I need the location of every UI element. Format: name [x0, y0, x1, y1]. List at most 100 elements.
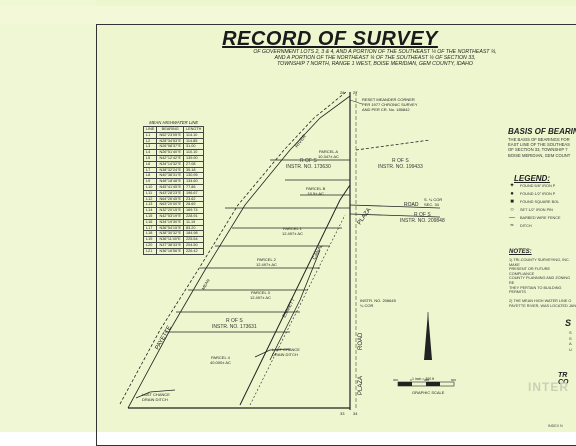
table-cell: L4	[142, 149, 158, 156]
square-bolt-icon: ■	[510, 199, 514, 205]
index-label: INDEX N	[548, 424, 563, 428]
road-line	[349, 204, 441, 209]
sec-corner-label: S. ¼ COR SEC. 34	[424, 197, 443, 207]
table-cell: 35.18	[182, 166, 205, 174]
table-cell: 225.54	[182, 236, 205, 243]
plaza-label: PLAZA	[357, 207, 373, 226]
table-cell: L18	[142, 230, 158, 238]
scale-tick: 300	[393, 378, 398, 382]
payette-label: PAYETTE	[155, 325, 173, 351]
iron-pin-found-icon: ✦	[509, 183, 515, 189]
iron-pin-half-icon: ●	[510, 191, 514, 197]
basis-title: BASIS OF BEARING	[508, 127, 576, 136]
table-cell: L10	[142, 183, 158, 191]
table-cell: L1	[142, 131, 158, 139]
table-cell: 28.69	[182, 201, 205, 209]
canal-line-2	[249, 214, 346, 406]
table-cell: 184.98	[182, 230, 205, 238]
parcel-2-label: PARCEL 2 12.497± AC	[256, 257, 277, 267]
table-cell: 11.19	[182, 218, 205, 226]
table-cell: L9	[142, 178, 158, 185]
table-cell: L11	[142, 189, 158, 197]
river-label: RIVER	[294, 133, 308, 149]
notes-text: 1) TRI-COUNTY SURVEYING, INC. MAKE PRESE…	[509, 258, 576, 308]
surveyor-statement-lines: S S A U	[569, 330, 572, 352]
table-cell: L13	[142, 201, 158, 209]
table-cell: L8	[142, 172, 158, 180]
ditch-icon: ≈	[510, 223, 514, 229]
table-cell: 114.10	[182, 131, 205, 139]
table-cell: 114.85	[182, 137, 205, 145]
road-label: ROAD	[404, 202, 419, 208]
table-cell: 196.67	[182, 189, 205, 197]
mean-highwater-table: MEAN HIGHWATER LINE LINE BEARING LENGTH …	[142, 120, 205, 255]
watermark: INTER	[528, 380, 569, 394]
graphic-scale-label: GRAPHIC SCALE	[412, 390, 445, 395]
legend-item-label: DITCH	[520, 224, 532, 228]
survey-map: RIVER PAYETTE MEAN PLAZA ROAD ROAD PLAZA…	[119, 90, 456, 416]
table-cell: 134.60	[182, 178, 205, 185]
canal-line	[239, 184, 351, 406]
table-cell: 27.08	[182, 160, 205, 168]
table-cell: L21	[142, 247, 158, 255]
road-line	[349, 213, 441, 218]
table-cell: L3	[142, 143, 158, 151]
last-chance-label-2: LAST CHANCE DRAIN DITCH	[272, 347, 300, 357]
table-cell: 23.62	[182, 195, 205, 203]
section-number: 28	[340, 90, 345, 95]
parcel-4-label: PARCEL 4 40.000± AC	[210, 355, 231, 365]
section-number: 33	[340, 411, 345, 416]
instr-label: INSTR. NO. 206645 ¼ COR	[360, 298, 396, 308]
fence-icon: —	[509, 215, 515, 221]
parcel-a-label: PARCEL A 10.347± AC	[318, 149, 339, 159]
table-cell: L6	[142, 160, 158, 168]
legend-item-label: FOUND SQUARE BOL	[520, 200, 560, 204]
legend-item-label: BARBED WIRE FENCE	[520, 216, 561, 220]
table-header: LINE	[142, 126, 158, 133]
scale-label: 1 inch = 300 ft	[412, 377, 434, 381]
river-boundary-line	[127, 95, 351, 409]
rofs-label-3: R OF S INSTR. NO. 209848	[400, 212, 445, 224]
north-arrow-icon	[424, 312, 432, 360]
table-cell: 77.86	[182, 183, 205, 191]
plaza-label-2: PLAZA	[358, 376, 364, 395]
left-margin	[0, 0, 96, 432]
table-cell: L15	[142, 212, 158, 220]
river-bank-line	[119, 91, 347, 405]
table-cell: 130.95	[182, 172, 205, 180]
table-cell: 139.90	[182, 155, 205, 162]
table-cell: L20	[142, 241, 158, 249]
table-cell: L16	[142, 218, 158, 226]
table-cell: L17	[142, 224, 158, 232]
table-caption: MEAN HIGHWATER LINE	[149, 120, 199, 125]
rofs-label-2: R OF S INSTR. NO. 199433	[378, 158, 423, 170]
meander-leader	[349, 99, 363, 105]
graphic-scale-bar	[397, 381, 455, 387]
legend-item-label: FOUND 1/2" IRON P	[520, 192, 556, 196]
rofs-label-1: R OF S INSTR. NO. 173630	[286, 158, 331, 170]
mean-label: MEAN	[201, 278, 211, 291]
parcel-1-label: PARCEL 1 12.497± AC	[282, 226, 303, 236]
parcel-b-label: PARCEL B 10.5± AC	[306, 186, 326, 196]
